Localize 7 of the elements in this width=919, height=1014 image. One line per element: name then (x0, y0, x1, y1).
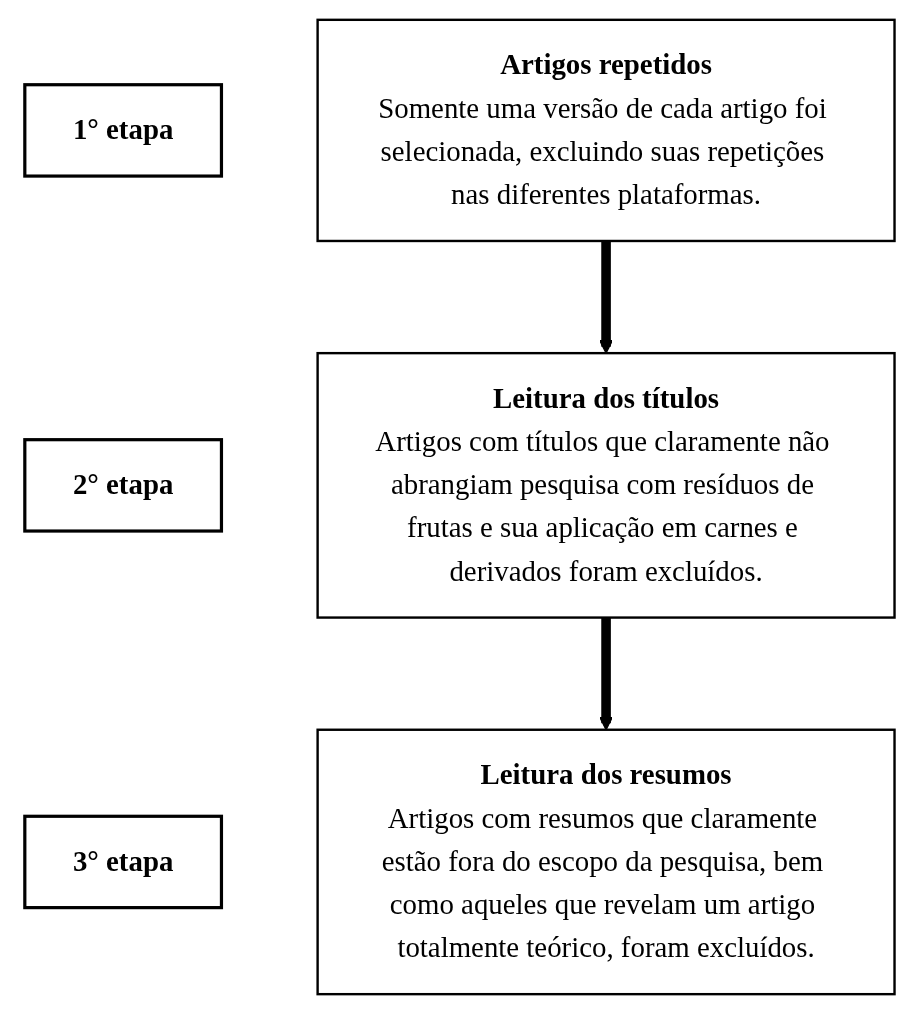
node-box: 2° etapa (23, 438, 223, 533)
node-box: Leitura dos títulos Artigos com títulos que claramente não abrangiam pesquisa com resíduos de frutas e sua aplicação em carnes e derivados foram excluídos. (316, 351, 896, 619)
node-box: 1° etapa (23, 83, 223, 178)
node-box: Artigos repetidos Somente uma versão de cada artigo foi selecionada, excluindo suas repetições nas diferentes plataformas. (316, 18, 896, 243)
arrow (598, 240, 613, 354)
node-box: Leitura dos resumos Artigos com resumos que claramente estão fora do escopo da pesquisa, bem como aqueles que revelam um artigo totalmente teórico, foram excluídos. (316, 728, 896, 996)
node-box: 3° etapa (23, 814, 223, 910)
